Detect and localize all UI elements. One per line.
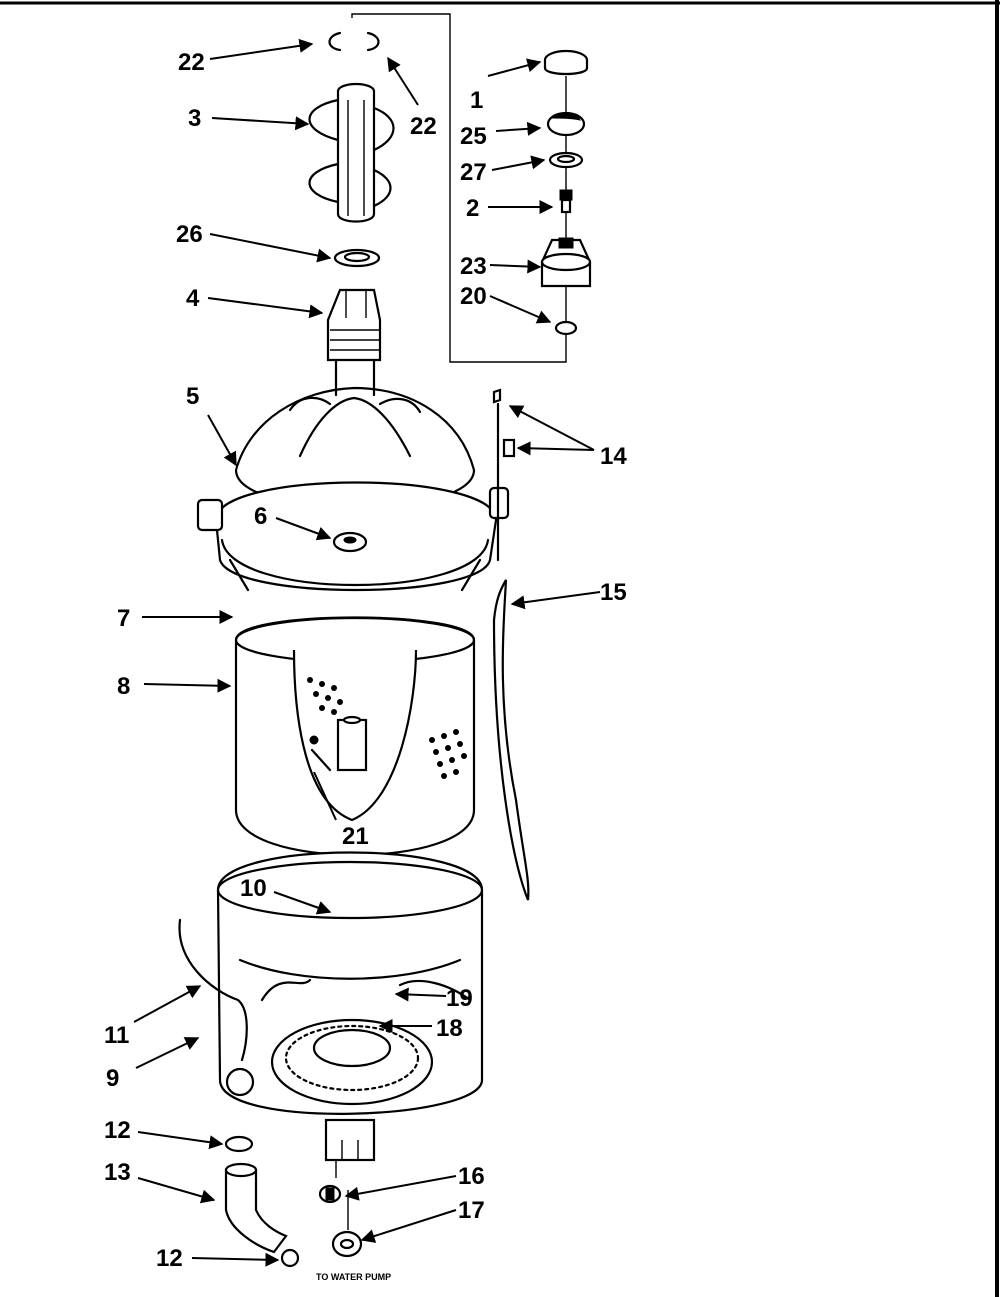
callout-3: 3 (188, 105, 201, 132)
callout-18: 18 (436, 1015, 463, 1042)
callout-5: 5 (186, 383, 199, 410)
part-17-nut (331, 1190, 363, 1258)
callout-25: 25 (460, 123, 487, 150)
part-26-seal-ring (333, 248, 381, 268)
part-13-drain-hose (224, 1162, 288, 1254)
callout-7: 7 (117, 605, 130, 632)
part-4-drive-adapter (326, 288, 382, 362)
part-20-washer (554, 320, 578, 336)
callout-13: 13 (104, 1159, 131, 1186)
callout-21: 21 (342, 823, 369, 850)
callout-27: 27 (460, 159, 487, 186)
callout-15: 15 (600, 579, 627, 606)
callout-6: 6 (254, 503, 267, 530)
part-1-cap (543, 49, 589, 76)
callout-23: 23 (460, 253, 487, 280)
callout-labels: 22 22 3 26 4 5 6 7 8 21 10 11 9 12 13 12… (104, 49, 627, 1272)
callout-20: 20 (460, 283, 487, 310)
callout-17: 17 (458, 1197, 485, 1224)
part-12-clamp-upper (224, 1135, 254, 1153)
part-3-agitator-auger (308, 82, 395, 223)
part-2-bolt (559, 189, 573, 214)
part-6-nut (332, 531, 368, 553)
part-9-outer-tub (216, 851, 484, 1162)
callout-10: 10 (240, 875, 267, 902)
callout-12-upper: 12 (104, 1117, 131, 1144)
callout-9: 9 (106, 1065, 119, 1092)
part-14-clips (492, 388, 516, 562)
part-16-bolt (318, 1160, 342, 1204)
callout-1: 1 (470, 87, 483, 114)
part-25-cap-insert (546, 111, 586, 137)
part-drain-fitting (225, 1067, 255, 1097)
callout-11: 11 (104, 1022, 129, 1049)
part-23-nut-assembly (540, 237, 592, 288)
part-5-balance-ring (234, 358, 476, 509)
callout-16: 16 (458, 1163, 485, 1190)
part-8-spin-basket (234, 616, 476, 856)
callout-12-lower: 12 (156, 1245, 183, 1272)
part-11-hose (178, 918, 248, 1062)
group-bracket (351, 13, 567, 363)
callout-26: 26 (176, 221, 203, 248)
callout-19: 19 (446, 985, 473, 1012)
part-27-washer (548, 151, 584, 169)
part-12-clamp-lower (280, 1248, 300, 1268)
callout-22-right: 22 (410, 113, 437, 140)
callout-2: 2 (466, 195, 479, 222)
callout-8: 8 (117, 673, 130, 700)
part-22-retainer-rings (328, 31, 380, 52)
callout-4: 4 (186, 285, 200, 312)
water-pump-note: TO WATER PUMP (316, 1272, 391, 1282)
callout-14: 14 (600, 443, 627, 470)
leader-lines (133, 38, 601, 1267)
callout-22-left: 22 (178, 49, 205, 76)
part-15-support-rod (492, 579, 530, 901)
